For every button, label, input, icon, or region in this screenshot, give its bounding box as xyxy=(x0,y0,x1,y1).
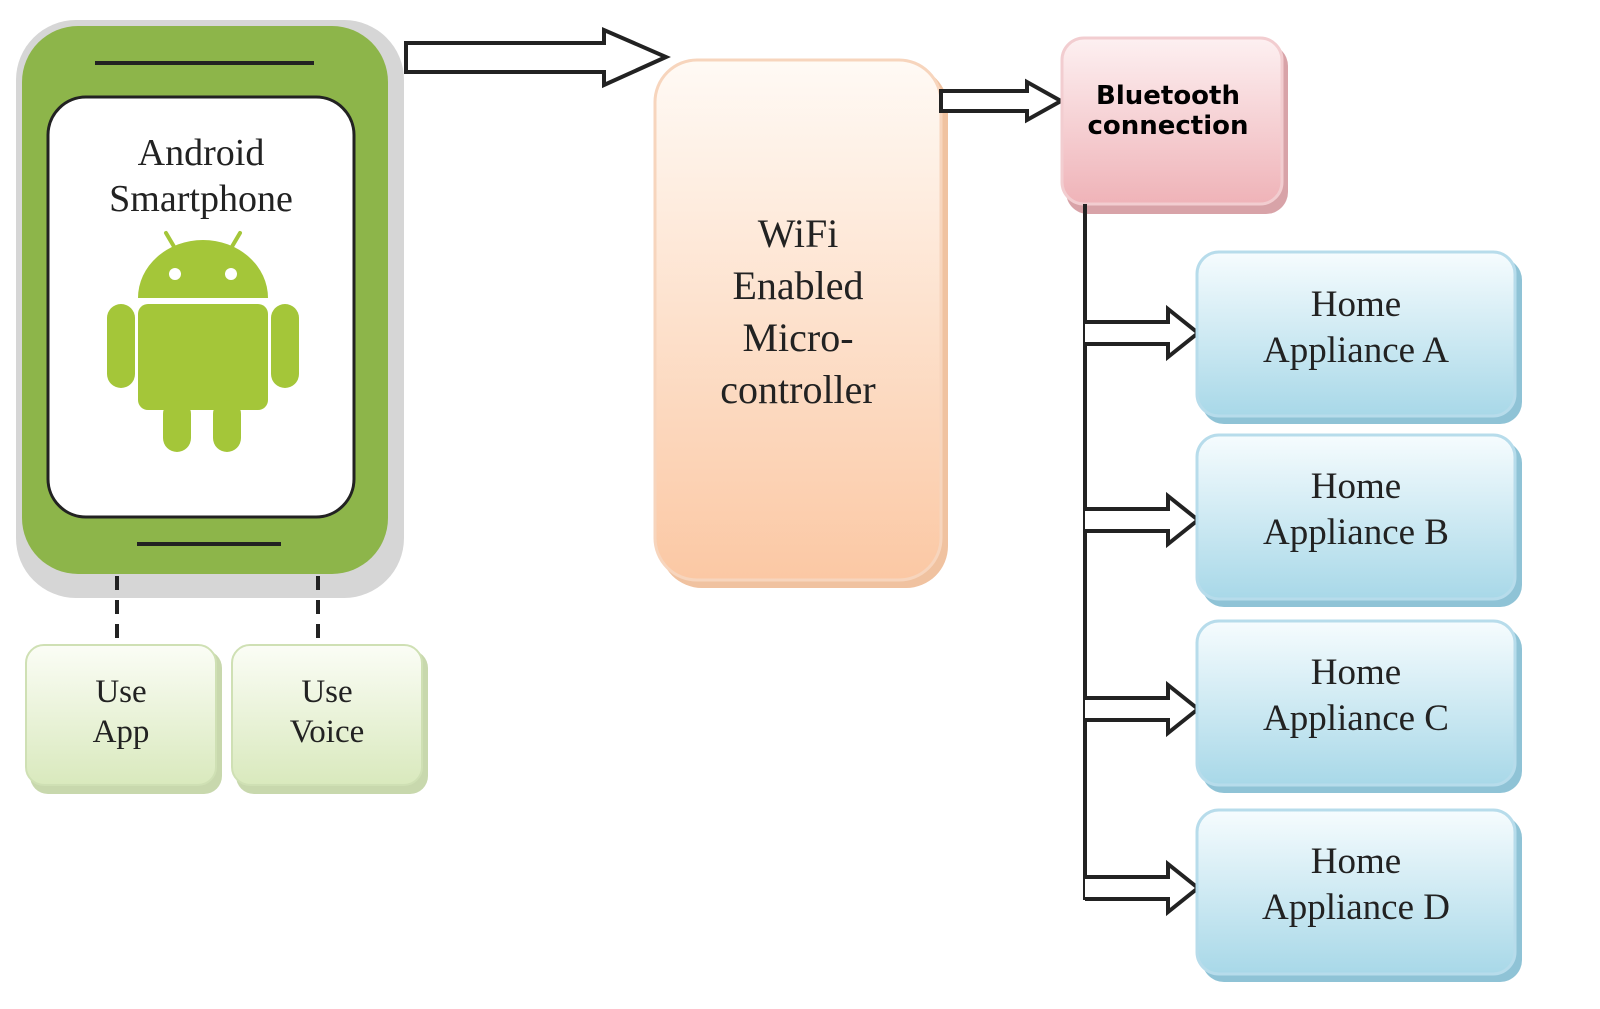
arrow-to-appliance-c xyxy=(1085,680,1202,738)
arrow-to-appliance-a xyxy=(1085,304,1202,362)
appliance-c-label: Home Appliance C xyxy=(1263,652,1449,739)
appliance-d-box xyxy=(1195,808,1522,982)
microcontroller-box xyxy=(653,58,948,588)
arrow-to-appliance-d xyxy=(1085,859,1202,917)
bluetooth-label: Bluetooth connection xyxy=(1087,81,1249,141)
appliance-a-box xyxy=(1195,250,1522,424)
use-app-label: Use App xyxy=(92,674,150,750)
appliance-a-label: Home Appliance A xyxy=(1263,284,1449,371)
appliance-d-label: Home Appliance D xyxy=(1261,841,1451,928)
appliance-c-box xyxy=(1195,619,1522,793)
phone-label: Android Smartphone xyxy=(109,132,293,220)
arrow-microcontroller-to-bluetooth xyxy=(939,78,1066,124)
use-voice-box xyxy=(231,644,428,794)
use-app-box xyxy=(25,644,222,794)
appliance-b-box xyxy=(1195,433,1522,607)
bluetooth-box xyxy=(1060,36,1288,214)
appliance-b-label: Home Appliance B xyxy=(1263,466,1449,553)
microcontroller-label: WiFi Enabled Micro- controller xyxy=(720,211,876,412)
use-voice-label: Use Voice xyxy=(289,674,365,750)
arrow-phone-to-microcontroller xyxy=(404,26,671,89)
arrow-to-appliance-b xyxy=(1085,491,1202,549)
android-robot-icon xyxy=(107,231,299,452)
